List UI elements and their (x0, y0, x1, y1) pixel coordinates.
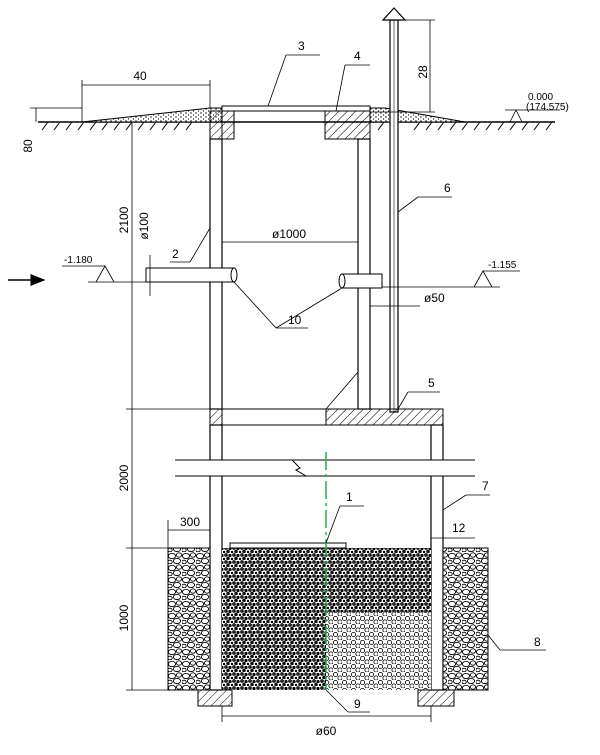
dim-bottom-diameter: ø60 (316, 724, 337, 738)
elevation-markers (62, 109, 560, 288)
callout-2: 2 (172, 247, 179, 261)
callout-4: 4 (354, 49, 361, 63)
elev-inlet: -1.180 (64, 255, 93, 266)
elev-ground-zero: 0.000 (528, 92, 553, 103)
outlet-pipe (338, 273, 383, 289)
well-cover (209, 105, 371, 140)
callout-5: 5 (428, 376, 435, 390)
middle-slab (209, 408, 444, 426)
callout-8: 8 (534, 635, 541, 649)
dim-top-width: 40 (133, 69, 147, 83)
dim-vent-height: 28 (416, 65, 430, 79)
dimension-lines (30, 19, 475, 722)
dim-upper-depth: 2100 (117, 206, 131, 233)
callout-9: 9 (354, 697, 361, 711)
callout-7: 7 (482, 479, 489, 493)
callout-1: 1 (346, 490, 353, 504)
inlet-pipe (145, 267, 238, 283)
footings (197, 689, 455, 707)
lower-chamber (175, 424, 475, 691)
dim-inner-diameter: ø1000 (272, 227, 306, 241)
dim-gravel-offset: 300 (180, 515, 200, 529)
dim-wall-thickness: 12 (452, 521, 466, 535)
leader-lines (170, 54, 546, 713)
dim-pipe-in-diameter: ø100 (137, 212, 151, 240)
elev-outlet: -1.155 (488, 260, 517, 271)
vent-pipe (381, 7, 407, 413)
callout-10: 10 (288, 313, 302, 327)
elev-ground-abs: (174.575) (526, 102, 569, 113)
dim-gravel-depth: 1000 (117, 604, 131, 631)
callout-3: 3 (298, 39, 305, 53)
ground (38, 107, 555, 131)
dim-middle-height: 2000 (117, 464, 131, 491)
dim-vent-pipe-diameter: ø50 (424, 291, 445, 305)
dim-ground-cover: 80 (21, 139, 35, 153)
callout-6: 6 (444, 181, 451, 195)
